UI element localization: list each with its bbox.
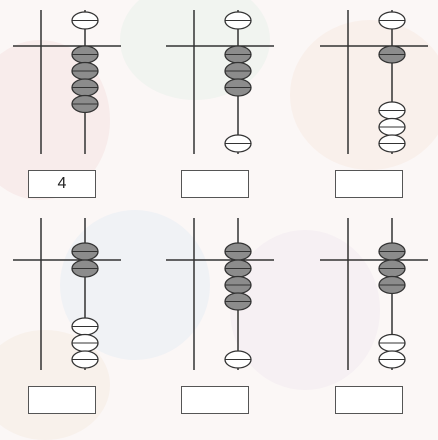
answer-box[interactable] [335, 170, 403, 198]
answer-box[interactable] [181, 170, 249, 198]
answer-box[interactable] [335, 386, 403, 414]
answer-box[interactable] [28, 386, 96, 414]
answer-box[interactable]: 4 [28, 170, 96, 198]
background-blob [230, 230, 380, 390]
background-blob [290, 20, 438, 170]
answer-box[interactable] [181, 386, 249, 414]
abacus-diagram [13, 10, 428, 370]
